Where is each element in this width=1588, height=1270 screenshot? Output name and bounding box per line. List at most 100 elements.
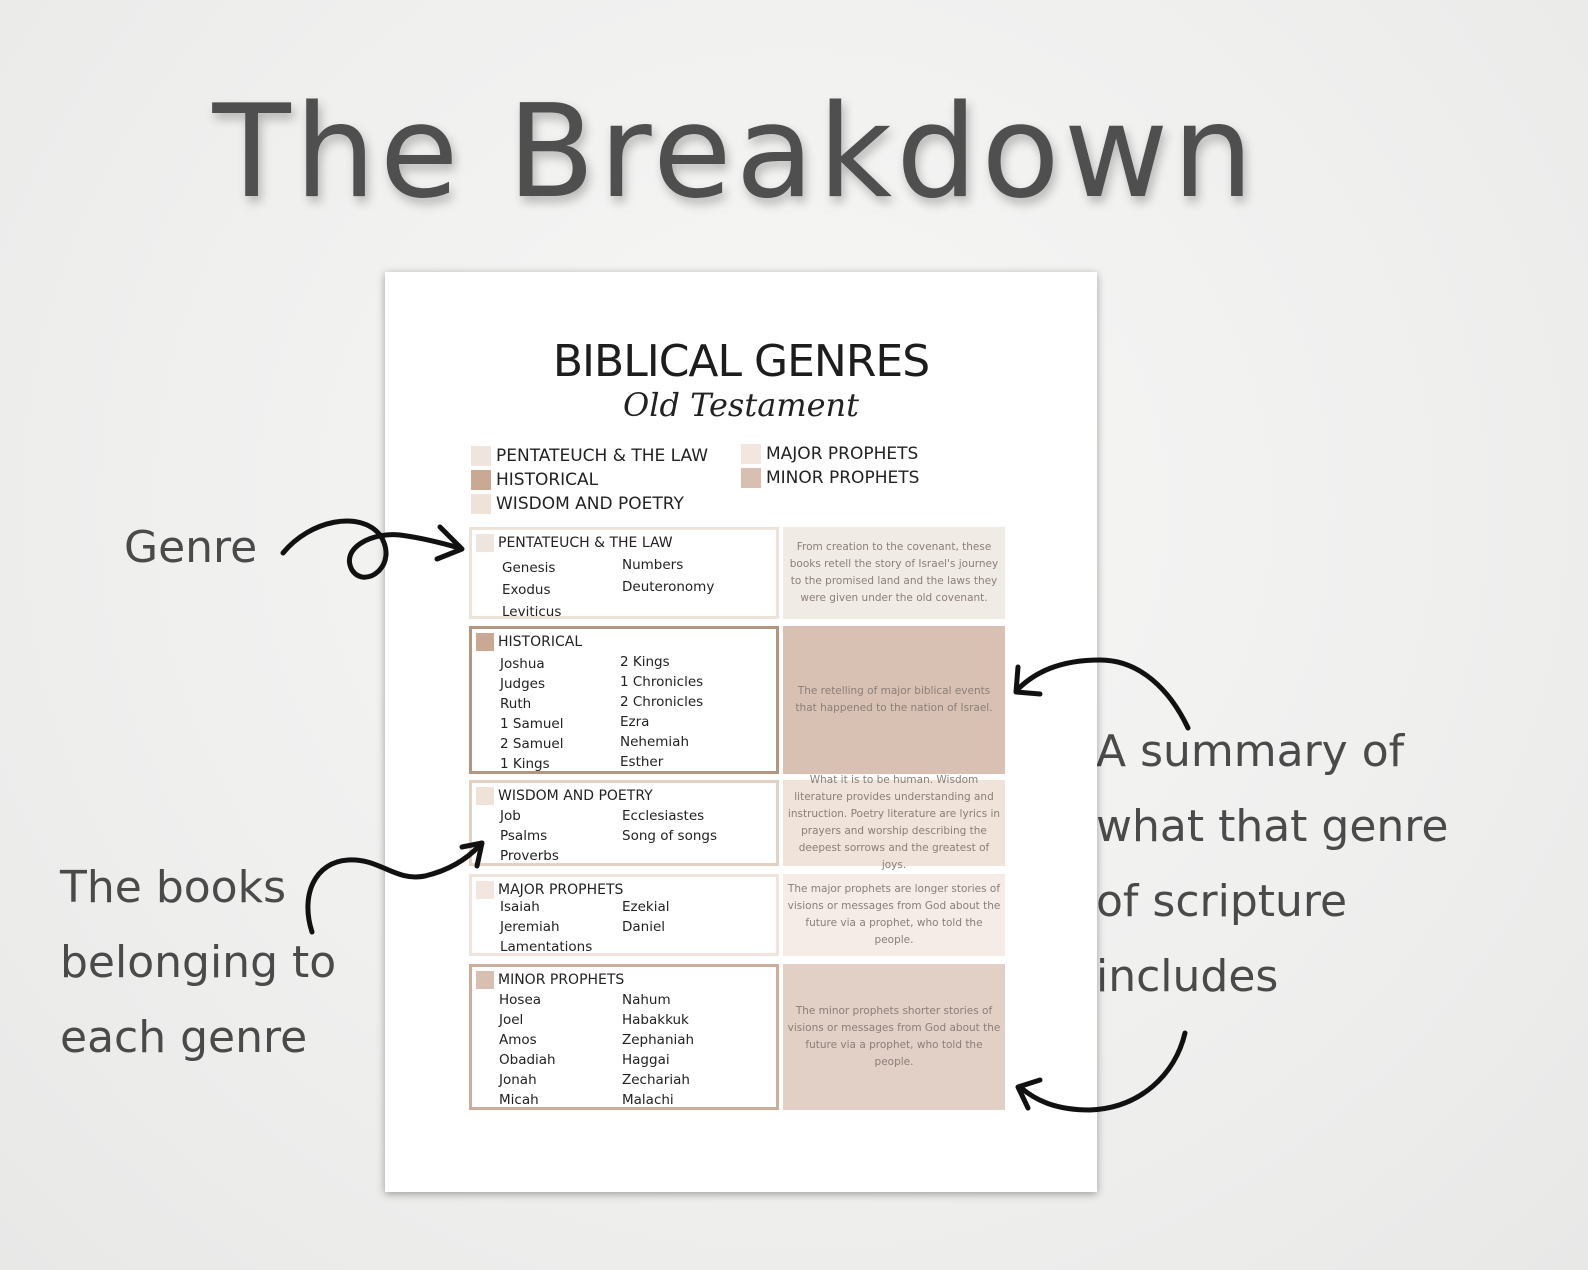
genre-swatch bbox=[476, 534, 494, 552]
book-column-1: Isaiah Jeremiah Lamentations bbox=[500, 897, 592, 957]
genre-swatch bbox=[476, 633, 494, 651]
book-name: Hosea bbox=[499, 992, 542, 1008]
genre-summary: From creation to the covenant, these boo… bbox=[783, 527, 1005, 619]
genre-box: PENTATEUCH & THE LAW Genesis Exodus Levi… bbox=[469, 527, 779, 620]
genre-row-pentateuch: PENTATEUCH & THE LAW Genesis Exodus Levi… bbox=[469, 527, 1009, 620]
genre-row-major-prophets: MAJOR PROPHETS Isaiah Jeremiah Lamentati… bbox=[469, 874, 1009, 956]
genre-swatch bbox=[476, 787, 494, 805]
legend-right: MAJOR PROPHETS MINOR PROPHETS bbox=[741, 442, 919, 490]
genre-name: PENTATEUCH & THE LAW bbox=[498, 535, 673, 551]
annotation-summary-line: includes bbox=[1096, 951, 1279, 1002]
book-name: Micah bbox=[499, 1092, 539, 1108]
legend-label: MINOR PROPHETS bbox=[766, 468, 920, 488]
book-name: Joel bbox=[499, 1012, 524, 1028]
document-subtitle: Old Testament bbox=[622, 386, 860, 424]
genre-swatch bbox=[476, 881, 494, 899]
annotation-summary: A summary of what that genre of scriptur… bbox=[1096, 714, 1449, 1014]
book-column-1: Hosea Joel Amos Obadiah Jonah Micah bbox=[499, 990, 556, 1110]
book-column-2: Ecclesiastes Song of songs bbox=[622, 806, 717, 846]
genre-name: HISTORICAL bbox=[498, 634, 583, 650]
genre-summary: What it is to be human. Wisdom literatur… bbox=[783, 774, 1005, 871]
genre-row-wisdom: WISDOM AND POETRY Job Psalms Proverbs Ec… bbox=[469, 774, 1009, 871]
book-name: Zephaniah bbox=[622, 1032, 695, 1048]
genre-row-minor-prophets: MINOR PROPHETS Hosea Joel Amos Obadiah J… bbox=[469, 964, 1009, 1110]
genre-box: HISTORICAL Joshua Judges Ruth 1 Samuel 2… bbox=[469, 626, 779, 774]
book-name: Ruth bbox=[500, 696, 532, 712]
legend-item: MAJOR PROPHETS bbox=[741, 442, 919, 466]
book-name: Ezra bbox=[620, 714, 650, 730]
genre-swatch bbox=[476, 971, 494, 989]
legend-item: PENTATEUCH & THE LAW bbox=[471, 444, 708, 468]
book-name: Genesis bbox=[502, 560, 556, 576]
legend-swatch bbox=[471, 446, 491, 466]
legend-label: HISTORICAL bbox=[496, 470, 599, 490]
book-name: Proverbs bbox=[500, 848, 559, 864]
book-name: Exodus bbox=[502, 582, 551, 598]
annotation-books: The books belonging to each genre bbox=[60, 850, 336, 1075]
book-name: 2 Kings bbox=[620, 654, 670, 670]
book-name: Amos bbox=[499, 1032, 537, 1048]
genre-heading: MINOR PROPHETS bbox=[476, 971, 624, 989]
book-column-1: Job Psalms Proverbs bbox=[500, 806, 559, 866]
annotation-summary-line: of scripture bbox=[1096, 876, 1348, 927]
genre-row-historical: HISTORICAL Joshua Judges Ruth 1 Samuel 2… bbox=[469, 626, 1009, 774]
annotation-books-line: belonging to bbox=[60, 937, 337, 988]
genre-summary: The retelling of major biblical events t… bbox=[783, 626, 1005, 774]
annotation-books-line: each genre bbox=[60, 1012, 308, 1063]
legend-swatch bbox=[741, 444, 761, 464]
legend-swatch bbox=[471, 470, 491, 490]
genre-name: WISDOM AND POETRY bbox=[498, 788, 653, 804]
annotation-books-line: The books bbox=[60, 862, 286, 913]
legend-label: MAJOR PROPHETS bbox=[766, 444, 919, 464]
genre-box: MINOR PROPHETS Hosea Joel Amos Obadiah J… bbox=[469, 964, 779, 1110]
legend-item: WISDOM AND POETRY bbox=[471, 492, 708, 516]
genre-heading: HISTORICAL bbox=[476, 633, 582, 651]
book-column-2: Numbers Deuteronomy bbox=[622, 554, 714, 598]
annotation-summary-line: what that genre bbox=[1096, 801, 1449, 852]
book-name: Esther bbox=[620, 754, 664, 770]
document-sheet: BIBLICAL GENRES Old Testament PENTATEUCH… bbox=[385, 272, 1097, 1192]
book-name: Haggai bbox=[622, 1052, 670, 1068]
book-name: Jonah bbox=[499, 1072, 537, 1088]
book-name: Nehemiah bbox=[620, 734, 689, 750]
book-name: Ezekial bbox=[622, 899, 670, 915]
book-name: Obadiah bbox=[499, 1052, 556, 1068]
book-name: Song of songs bbox=[622, 828, 718, 844]
book-column-1: Genesis Exodus Leviticus bbox=[502, 557, 561, 623]
book-column-2: 2 Kings 1 Chronicles 2 Chronicles Ezra N… bbox=[620, 652, 703, 772]
genre-heading: PENTATEUCH & THE LAW bbox=[476, 534, 673, 552]
book-name: Psalms bbox=[500, 828, 548, 844]
genre-summary: The major prophets are longer stories of… bbox=[783, 874, 1005, 956]
book-name: Nahum bbox=[622, 992, 671, 1008]
book-name: Deuteronomy bbox=[622, 579, 715, 595]
book-name: Ecclesiastes bbox=[622, 808, 705, 824]
book-name: 1 Samuel bbox=[500, 716, 564, 732]
book-name: 1 Chronicles bbox=[620, 674, 704, 690]
book-name: Malachi bbox=[622, 1092, 674, 1108]
genre-box: MAJOR PROPHETS Isaiah Jeremiah Lamentati… bbox=[469, 874, 779, 956]
annotation-genre: Genre bbox=[124, 522, 258, 573]
legend-item: MINOR PROPHETS bbox=[741, 466, 919, 490]
book-name: Lamentations bbox=[500, 939, 593, 955]
book-name: 1 Kings bbox=[500, 756, 550, 772]
legend-swatch bbox=[741, 468, 761, 488]
book-name: Zechariah bbox=[622, 1072, 690, 1088]
genre-heading: WISDOM AND POETRY bbox=[476, 787, 653, 805]
book-name: Judges bbox=[500, 676, 546, 692]
legend-item: HISTORICAL bbox=[471, 468, 708, 492]
book-name: Leviticus bbox=[502, 604, 562, 620]
book-column-1: Joshua Judges Ruth 1 Samuel 2 Samuel 1 K… bbox=[500, 654, 564, 774]
genre-box: WISDOM AND POETRY Job Psalms Proverbs Ec… bbox=[469, 780, 779, 866]
genre-name: MAJOR PROPHETS bbox=[498, 882, 624, 898]
legend-swatch bbox=[471, 494, 491, 514]
book-name: Numbers bbox=[622, 557, 684, 573]
headline: The Breakdown bbox=[212, 78, 1258, 227]
document-title: BIBLICAL GENRES bbox=[552, 336, 930, 387]
book-name: 2 Chronicles bbox=[620, 694, 704, 710]
book-name: Joshua bbox=[500, 656, 545, 672]
genre-summary: The minor prophets shorter stories of vi… bbox=[783, 964, 1005, 1110]
legend-left: PENTATEUCH & THE LAW HISTORICAL WISDOM A… bbox=[471, 444, 708, 516]
book-name: Jeremiah bbox=[500, 919, 560, 935]
legend-label: WISDOM AND POETRY bbox=[496, 494, 684, 514]
book-name: Isaiah bbox=[500, 899, 540, 915]
